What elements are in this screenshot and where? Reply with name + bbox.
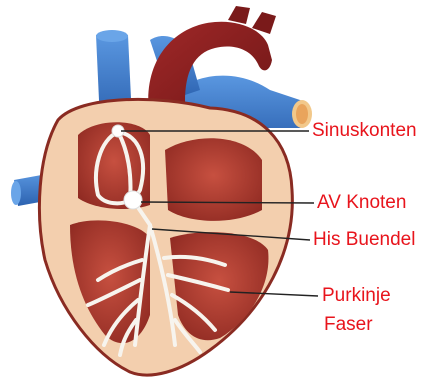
av-node xyxy=(124,191,142,209)
label-his-bundle: His Buendel xyxy=(313,229,415,251)
left-atrium xyxy=(165,138,262,221)
label-sinus-node: Sinuskonten xyxy=(312,120,417,142)
label-purkinje-fibers: Faser xyxy=(324,314,373,336)
label-purkinje: Purkinje xyxy=(322,285,391,307)
label-av-node: AV Knoten xyxy=(317,192,406,214)
